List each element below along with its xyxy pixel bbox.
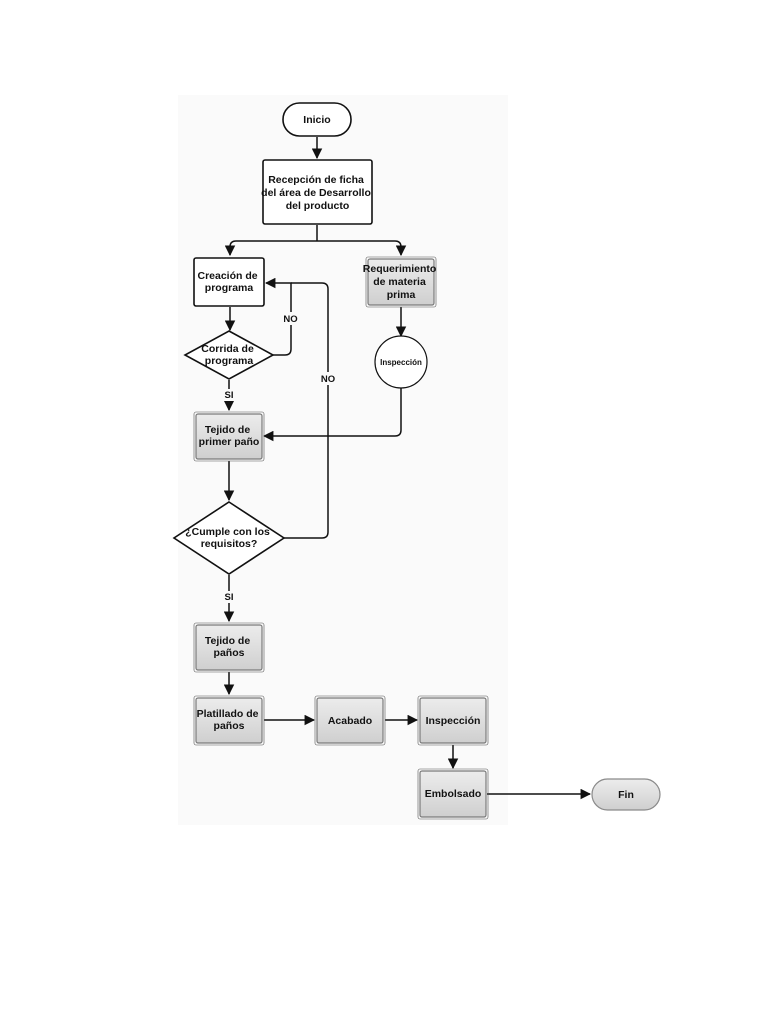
node-inicio: Inicio [282, 102, 352, 137]
node-requerimiento-line-3: prima [387, 289, 416, 301]
node-inspeccion-circle-label: Inspección [380, 358, 422, 367]
node-inspeccion-box-label: Inspección [426, 715, 481, 727]
node-recepcion-line-1: Recepción de ficha [268, 174, 364, 186]
edge-split-requerimiento [317, 240, 407, 257]
node-embolsado: Embolsado [417, 768, 489, 820]
svg-text:Creación de programa: Creación de programa [197, 270, 260, 294]
node-tejido-primer-line-1: Tejido de [205, 424, 250, 436]
node-platillado-line-2: paños [214, 720, 245, 732]
node-tejido-primer: Tejido de primer paño [193, 411, 265, 462]
node-recepcion-line-2: del área de Desarrollo [261, 187, 371, 199]
node-embolsado-label: Embolsado [425, 788, 482, 800]
node-fin-label: Fin [618, 789, 634, 801]
branch-label-corrida-si: SI [225, 390, 234, 401]
svg-text:Corrida de programa: Corrida de programa [201, 343, 256, 367]
svg-text:¿Cumple con los requisit: ¿Cumple con los requisitos? [185, 526, 273, 550]
node-corrida: Corrida de programa [183, 330, 275, 380]
node-tejido-panos-line-2: paños [214, 647, 245, 659]
node-acabado: Acabado [314, 695, 386, 746]
node-tejido-primer-line-2: primer paño [199, 436, 260, 448]
node-requerimiento: Requerimiento de materia prima [363, 256, 439, 308]
svg-text:Requerimiento de materia: Requerimiento de materia prima [363, 263, 439, 301]
node-inspeccion-circle: Inspección [374, 335, 428, 389]
node-recepcion-line-3: del producto [286, 200, 350, 212]
branch-label-corrida-no: NO [283, 314, 297, 325]
node-cumple: ¿Cumple con los requisitos? [172, 501, 286, 575]
edge-corrida-no-loop [264, 277, 292, 356]
svg-text:Platillado de paños: Platillado de paños [197, 708, 262, 732]
node-tejido-panos: Tejido de paños [193, 622, 265, 673]
edge-cumple-no-loop [284, 282, 329, 539]
svg-text:Tejido de paños: Tejido de paños [205, 635, 253, 659]
node-recepcion: Recepción de ficha del área de Desarroll… [261, 159, 374, 225]
node-cumple-line-1: ¿Cumple con los [185, 526, 270, 538]
node-requerimiento-line-1: Requerimiento [363, 263, 437, 275]
node-creacion-line-2: programa [205, 282, 254, 294]
edge-inspeccion-tejido-primer [262, 388, 402, 442]
node-platillado-line-1: Platillado de [197, 708, 259, 720]
node-creacion-line-1: Creación de [197, 270, 257, 282]
node-corrida-line-1: Corrida de [201, 343, 254, 355]
node-fin: Fin [591, 778, 661, 811]
node-requerimiento-line-2: de materia [373, 276, 426, 288]
node-creacion: Creación de programa [193, 257, 265, 307]
node-acabado-label: Acabado [328, 715, 372, 727]
svg-text:Recepción de ficha del á: Recepción de ficha del área de Desarroll… [261, 174, 374, 212]
edge-split-creacion [224, 240, 317, 257]
node-inicio-label: Inicio [303, 114, 330, 126]
branch-label-cumple-si: SI [225, 592, 234, 603]
node-inspeccion-box: Inspección [417, 695, 489, 746]
node-platillado: Platillado de paños [193, 695, 265, 746]
branch-label-cumple-no: NO [321, 374, 335, 385]
svg-text:Tejido de primer paño: Tejido de primer paño [199, 424, 260, 448]
node-tejido-panos-line-1: Tejido de [205, 635, 250, 647]
node-cumple-line-2: requisitos? [201, 538, 258, 550]
node-corrida-line-2: programa [205, 355, 254, 367]
